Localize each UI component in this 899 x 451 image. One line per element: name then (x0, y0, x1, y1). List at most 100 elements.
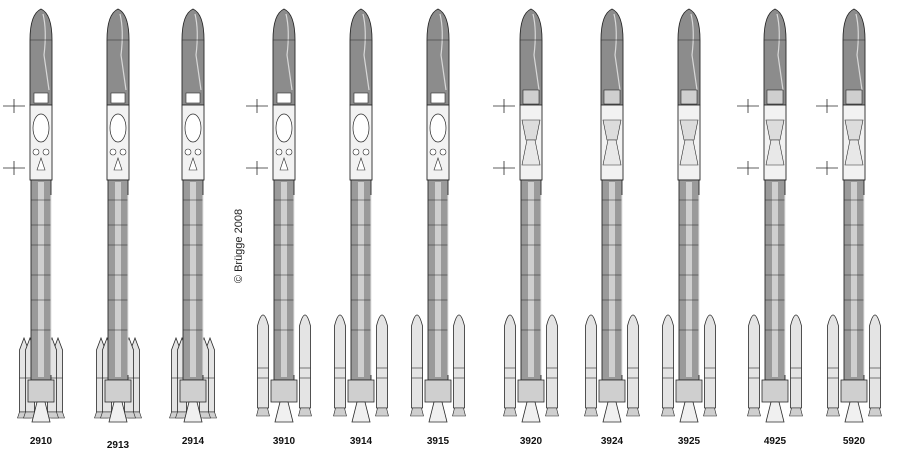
core-stage-highlight (38, 182, 44, 377)
main-engine-nozzle (602, 401, 622, 423)
fairing-highlight (362, 13, 370, 91)
alignment-marker (816, 99, 838, 113)
upper-stage-engine (679, 139, 699, 166)
payload-adapter (766, 89, 784, 105)
strap-on-booster (627, 314, 639, 409)
strap-on-booster (585, 314, 597, 409)
fairing-highlight (855, 13, 863, 91)
alignment-marker (816, 161, 838, 175)
fairing-highlight (776, 13, 784, 91)
main-engine-nozzle (183, 401, 203, 423)
booster-nozzle (545, 407, 559, 417)
fairing-highlight (194, 13, 202, 91)
rocket-2914 (169, 8, 217, 423)
engine-bay (27, 379, 55, 403)
booster-nozzle (452, 407, 466, 417)
core-stage-highlight (435, 182, 441, 377)
rocket-2913 (94, 8, 142, 423)
alignment-marker (246, 99, 268, 113)
booster-nozzle (584, 407, 598, 417)
pressure-sphere (439, 148, 447, 156)
payload-adapter (185, 92, 201, 104)
payload-adapter (430, 92, 446, 104)
upper-stage-engine (844, 139, 864, 166)
strap-on-booster (376, 314, 388, 409)
core-stage-highlight (115, 182, 121, 377)
main-engine-nozzle (31, 401, 51, 423)
upper-stage-engine (433, 157, 443, 171)
booster-nozzle (333, 407, 347, 417)
strap-on-booster (546, 314, 558, 409)
strap-on-booster (504, 314, 516, 409)
propellant-tank (602, 119, 622, 141)
core-stage-highlight (358, 182, 364, 377)
pressure-sphere (194, 148, 202, 156)
fairing-highlight (532, 13, 540, 91)
strap-on-booster (790, 314, 802, 409)
core-stage-highlight (281, 182, 287, 377)
alignment-marker (3, 161, 25, 175)
rocket-label-2914: 2914 (181, 436, 205, 447)
rocket-2910 (17, 8, 65, 423)
booster-nozzle (868, 407, 882, 417)
propellant-tank (352, 113, 370, 143)
strap-on-booster (334, 314, 346, 409)
payload-adapter (845, 89, 863, 105)
core-stage-highlight (851, 182, 857, 377)
upper-stage-engine (113, 157, 123, 171)
rocket-4925 (747, 8, 803, 423)
core-stage-highlight (609, 182, 615, 377)
upper-stage-engine (188, 157, 198, 171)
core-stage-highlight (772, 182, 778, 377)
strap-on-booster (748, 314, 760, 409)
fairing-highlight (439, 13, 447, 91)
strap-on-booster (827, 314, 839, 409)
rocket-5920 (826, 8, 882, 423)
engine-bay (761, 379, 789, 403)
booster-nozzle (410, 407, 424, 417)
booster-nozzle (298, 407, 312, 417)
payload-adapter (603, 89, 621, 105)
pressure-sphere (352, 148, 360, 156)
rocket-3924 (584, 8, 640, 423)
booster-nozzle (747, 407, 761, 417)
propellant-tank (109, 113, 127, 143)
payload-fairing (29, 8, 53, 106)
payload-fairing (519, 8, 543, 106)
strap-on-booster (453, 314, 465, 409)
rocket-label-3915: 3915 (426, 436, 450, 447)
rocket-label-3924: 3924 (600, 436, 624, 447)
main-engine-nozzle (428, 401, 448, 423)
pressure-sphere (362, 148, 370, 156)
upper-stage-engine (602, 139, 622, 166)
pressure-sphere (32, 148, 40, 156)
pressure-sphere (184, 148, 192, 156)
rocket-label-3914: 3914 (349, 436, 373, 447)
rocket-label-3920: 3920 (519, 436, 543, 447)
rocket-label-3925: 3925 (677, 436, 701, 447)
upper-stage-engine (521, 139, 541, 166)
rocket-label-2913: 2913 (106, 440, 130, 451)
fairing-highlight (690, 13, 698, 91)
core-stage-highlight (190, 182, 196, 377)
alignment-marker (493, 161, 515, 175)
main-engine-nozzle (351, 401, 371, 423)
booster-nozzle (703, 407, 717, 417)
pressure-sphere (109, 148, 117, 156)
main-engine-nozzle (108, 401, 128, 423)
pressure-sphere (42, 148, 50, 156)
upper-stage-engine (279, 157, 289, 171)
payload-fairing (763, 8, 787, 106)
propellant-tank (429, 113, 447, 143)
upper-stage-engine (765, 139, 785, 166)
rocket-label-3910: 3910 (272, 436, 296, 447)
main-engine-nozzle (765, 401, 785, 423)
engine-bay (424, 379, 452, 403)
strap-on-booster (299, 314, 311, 409)
engine-bay (598, 379, 626, 403)
pressure-sphere (275, 148, 283, 156)
rocket-3910 (256, 8, 312, 423)
alignment-marker (737, 161, 759, 175)
engine-bay (840, 379, 868, 403)
